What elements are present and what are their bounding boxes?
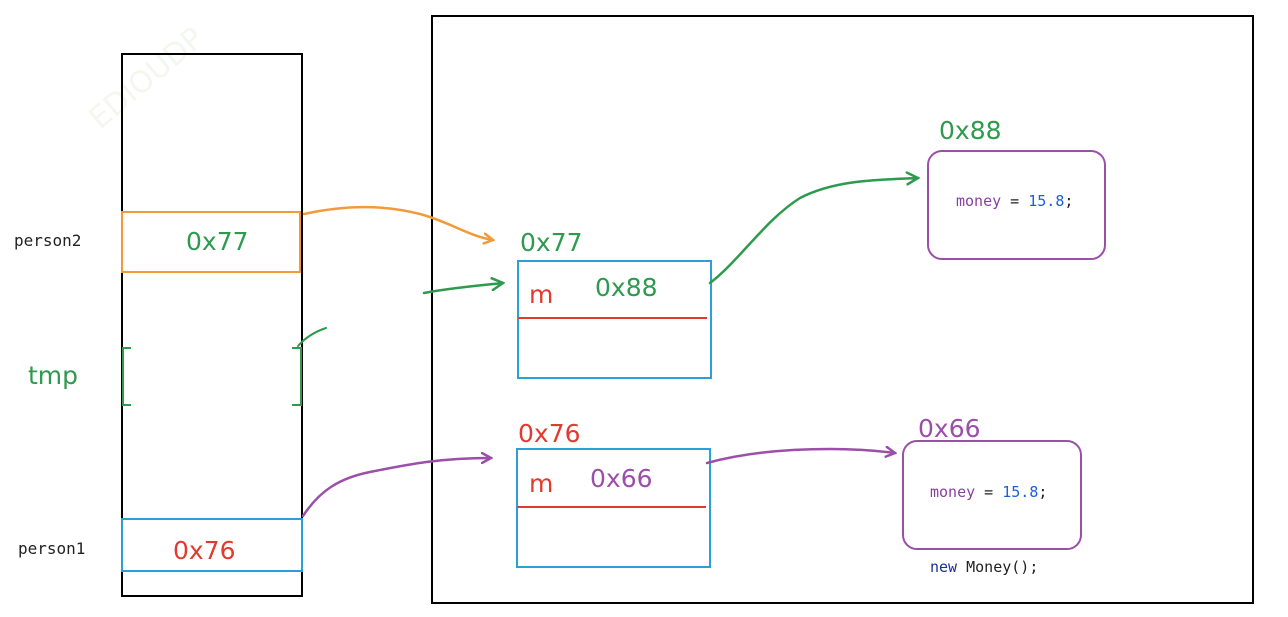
money-0x88-address: 0x88: [939, 116, 1002, 145]
obj-0x77-address: 0x77: [520, 228, 583, 257]
obj-0x76-field-name: m: [529, 469, 553, 498]
person1-slot: [121, 518, 303, 572]
arrow-person1-to-0x76: [301, 458, 491, 518]
arrow-person2-to-0x77: [302, 206, 493, 240]
tmp-stroke: [297, 327, 327, 347]
stack-frame: [121, 53, 303, 597]
arrow-0x88-ref: [708, 178, 918, 285]
tmp-bracket-right: [292, 347, 302, 406]
arrow-0x66-ref: [705, 449, 895, 465]
obj-0x77-box: [517, 260, 712, 379]
money-0x88-code: money = 15.8;: [956, 192, 1073, 210]
watermark: EDIOUDP: [83, 21, 211, 136]
obj-0x76-address: 0x76: [518, 419, 581, 448]
tmp-label: tmp: [28, 361, 78, 390]
arrow-tmp-to-0x77: [422, 283, 503, 295]
money-0x88-box: [927, 150, 1106, 260]
person1-value: 0x76: [173, 536, 236, 565]
person1-label: person1: [18, 539, 85, 558]
obj-0x76-field-value: 0x66: [590, 464, 653, 493]
new-money-expression: new Money();: [930, 558, 1038, 576]
person2-slot: [121, 211, 301, 273]
tmp-bracket-left: [122, 347, 131, 406]
person2-label: person2: [14, 231, 81, 250]
obj-0x77-field-value: 0x88: [595, 273, 658, 302]
money-0x66-code: money = 15.8;: [930, 483, 1047, 501]
obj-0x77-field-name: m: [529, 280, 553, 309]
person2-value: 0x77: [186, 227, 249, 256]
money-0x66-address: 0x66: [918, 414, 981, 443]
heap-frame: [431, 15, 1254, 604]
money-0x66-box: [902, 440, 1082, 550]
